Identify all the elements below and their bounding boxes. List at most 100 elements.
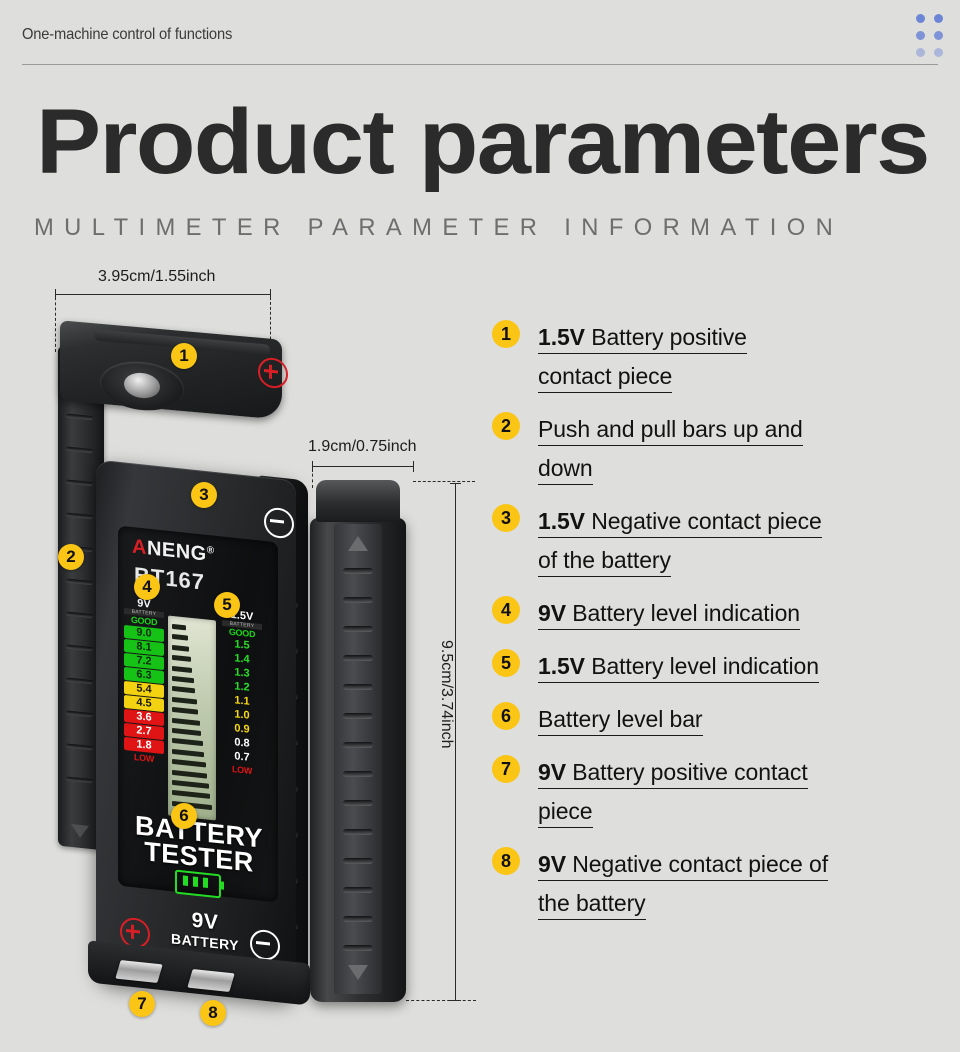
dot-grid-dot xyxy=(916,14,925,23)
header-tagline: One-machine control of functions xyxy=(22,26,233,43)
dimension-depth-cap-left xyxy=(312,461,313,472)
triangle-down-icon xyxy=(71,823,89,839)
list-item-line: 9V Battery level indication xyxy=(538,600,800,630)
list-item-number: 8 xyxy=(492,847,520,875)
side-ridge xyxy=(343,655,373,661)
rail-ridge xyxy=(65,512,94,520)
side-ridge xyxy=(343,597,373,603)
battery-type-label: 9V BATTERY xyxy=(168,908,242,956)
side-ridge xyxy=(343,800,373,806)
rail-ridge xyxy=(65,644,94,652)
side-triangle-down-icon xyxy=(348,965,368,980)
callout-badge-3: 3 xyxy=(191,482,217,508)
list-item-number: 6 xyxy=(492,702,520,730)
dot-grid-dot xyxy=(916,31,925,40)
callout-badge-4: 4 xyxy=(134,574,160,600)
list-item-number: 7 xyxy=(492,755,520,783)
battery-glyph-icon xyxy=(175,869,221,899)
dimension-depth-guide-top xyxy=(413,481,475,482)
lcd-bar-segment xyxy=(172,759,206,768)
list-item-line: 1.5V Battery level indication xyxy=(538,653,819,683)
registered-icon: ® xyxy=(206,544,215,557)
list-item-line: 1.5V Negative contact piece xyxy=(538,508,822,538)
list-item-text: 9V Battery positive contact piece xyxy=(538,753,942,831)
list-item-line: Push and pull bars up and xyxy=(538,416,803,446)
side-ridge xyxy=(343,626,373,632)
list-item-text: 9V Battery level indication xyxy=(538,594,942,633)
list-item-voltage: 9V xyxy=(538,851,566,877)
rail-ridge xyxy=(65,413,94,421)
dimension-height-line xyxy=(455,483,456,1001)
rail-ridge xyxy=(65,578,94,586)
side-ridge xyxy=(343,742,373,748)
dot-grid-dot xyxy=(934,31,943,40)
lcd-bar-segment xyxy=(172,655,191,663)
list-item-voltage: 9V xyxy=(538,600,566,626)
callout-badge-6: 6 xyxy=(171,803,197,829)
dimension-depth-guide-left xyxy=(312,468,313,488)
battery-glyph-bar xyxy=(203,877,208,889)
dot-grid-icon xyxy=(916,14,948,60)
list-item-line: 9V Negative contact piece of xyxy=(538,851,828,881)
list-item-number: 1 xyxy=(492,320,520,348)
lcd-bar-segment xyxy=(172,665,193,673)
lcd-bar-segment xyxy=(172,769,208,779)
callout-badge-8: 8 xyxy=(200,1000,226,1026)
lcd-bar-segment xyxy=(172,748,205,758)
side-cap xyxy=(316,480,400,522)
side-ridge xyxy=(343,945,373,951)
lcd-bar-segment xyxy=(172,675,194,684)
list-item-number: 3 xyxy=(492,504,520,532)
product-illustration: 3.95cm/1.55inch ANENG® BT167 9V BATTERY … xyxy=(0,0,480,1052)
list-item-voltage: 1.5V xyxy=(538,508,585,534)
list-item-text: Battery level bar xyxy=(538,700,942,739)
dot-grid-dot xyxy=(934,48,943,57)
side-ridge xyxy=(343,713,373,719)
lcd-battery-level-bar xyxy=(168,615,216,821)
page-header: One-machine control of functions xyxy=(0,0,960,70)
list-item-line: contact piece xyxy=(538,363,672,393)
device-side-view xyxy=(310,480,406,1002)
lcd-bar-segment xyxy=(172,696,197,705)
list-item-line: 9V Battery positive contact xyxy=(538,759,808,789)
page-subtitle: MULTIMETER PARAMETER INFORMATION xyxy=(34,214,844,241)
dimension-width-line xyxy=(55,294,271,295)
side-ridge xyxy=(343,916,373,922)
dimension-depth-label: 1.9cm/0.75inch xyxy=(308,438,417,455)
list-item: 8 9V Negative contact piece of the battery xyxy=(492,845,942,923)
dimension-depth-cap-right xyxy=(413,461,414,472)
page-title: Product parameters xyxy=(36,91,930,193)
rail-ridge xyxy=(65,479,94,487)
side-ridge xyxy=(343,684,373,690)
list-item-line: Battery level bar xyxy=(538,706,703,736)
list-item-line: piece xyxy=(538,798,593,828)
dimension-height-guide-bottom xyxy=(406,1000,476,1001)
list-item-line: 1.5V Battery positive xyxy=(538,324,747,354)
list-item-text: 1.5V Battery level indication xyxy=(538,647,942,686)
dimension-height-cap-bottom xyxy=(450,1000,461,1001)
brand-letter-a: A xyxy=(132,535,147,560)
callout-badge-2: 2 xyxy=(58,544,84,570)
list-item-text: 1.5V Battery positive contact piece xyxy=(538,318,942,396)
list-item: 6 Battery level bar xyxy=(492,700,942,739)
dimension-depth-line xyxy=(312,466,414,467)
rail-ridge xyxy=(65,776,94,784)
side-ridge xyxy=(343,771,373,777)
side-ridge xyxy=(343,887,373,893)
side-ridge xyxy=(343,568,373,574)
lcd-bar-segment xyxy=(172,686,196,694)
dimension-width-cap-left xyxy=(55,289,56,300)
rail-ridge xyxy=(65,743,94,751)
lcd-bar-segment xyxy=(172,644,190,652)
list-item-line: the battery xyxy=(538,890,646,920)
side-slider-strip xyxy=(334,524,382,994)
battery-glyph-bar xyxy=(183,875,188,886)
lcd-bar-segment xyxy=(172,790,211,800)
